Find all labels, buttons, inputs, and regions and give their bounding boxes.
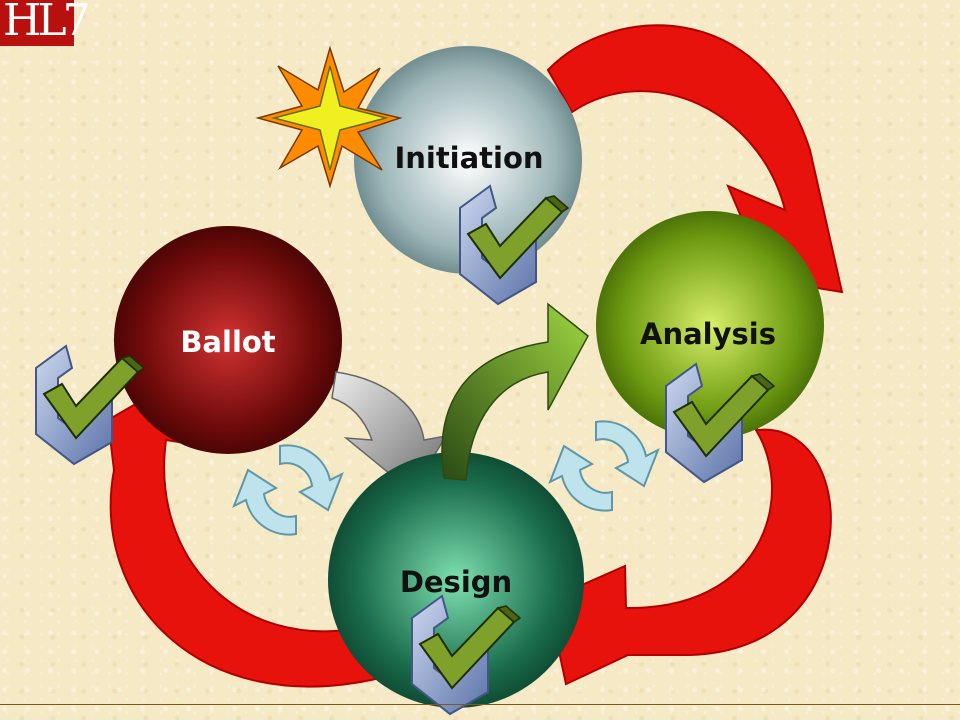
- label-analysis: Analysis: [640, 317, 776, 351]
- refresh-icon: [549, 420, 659, 512]
- hl7-logo: HL7: [0, 0, 91, 46]
- node-ballot: [114, 226, 342, 454]
- node-design: [328, 452, 584, 708]
- bottom-divider: [0, 704, 960, 705]
- starburst-icon: [255, 45, 403, 189]
- logo-text: HL7: [3, 0, 91, 46]
- cycle-arrow-icon: [106, 388, 382, 688]
- label-ballot: Ballot: [180, 325, 276, 359]
- cycle-arrow-icon: [546, 411, 832, 686]
- cycle-arrow-icon: [546, 24, 844, 294]
- label-initiation: Initiation: [394, 141, 544, 175]
- label-design: Design: [399, 565, 513, 599]
- node-initiation: [354, 46, 582, 274]
- green-arrow-icon: [441, 302, 589, 481]
- refresh-icon: [233, 444, 343, 536]
